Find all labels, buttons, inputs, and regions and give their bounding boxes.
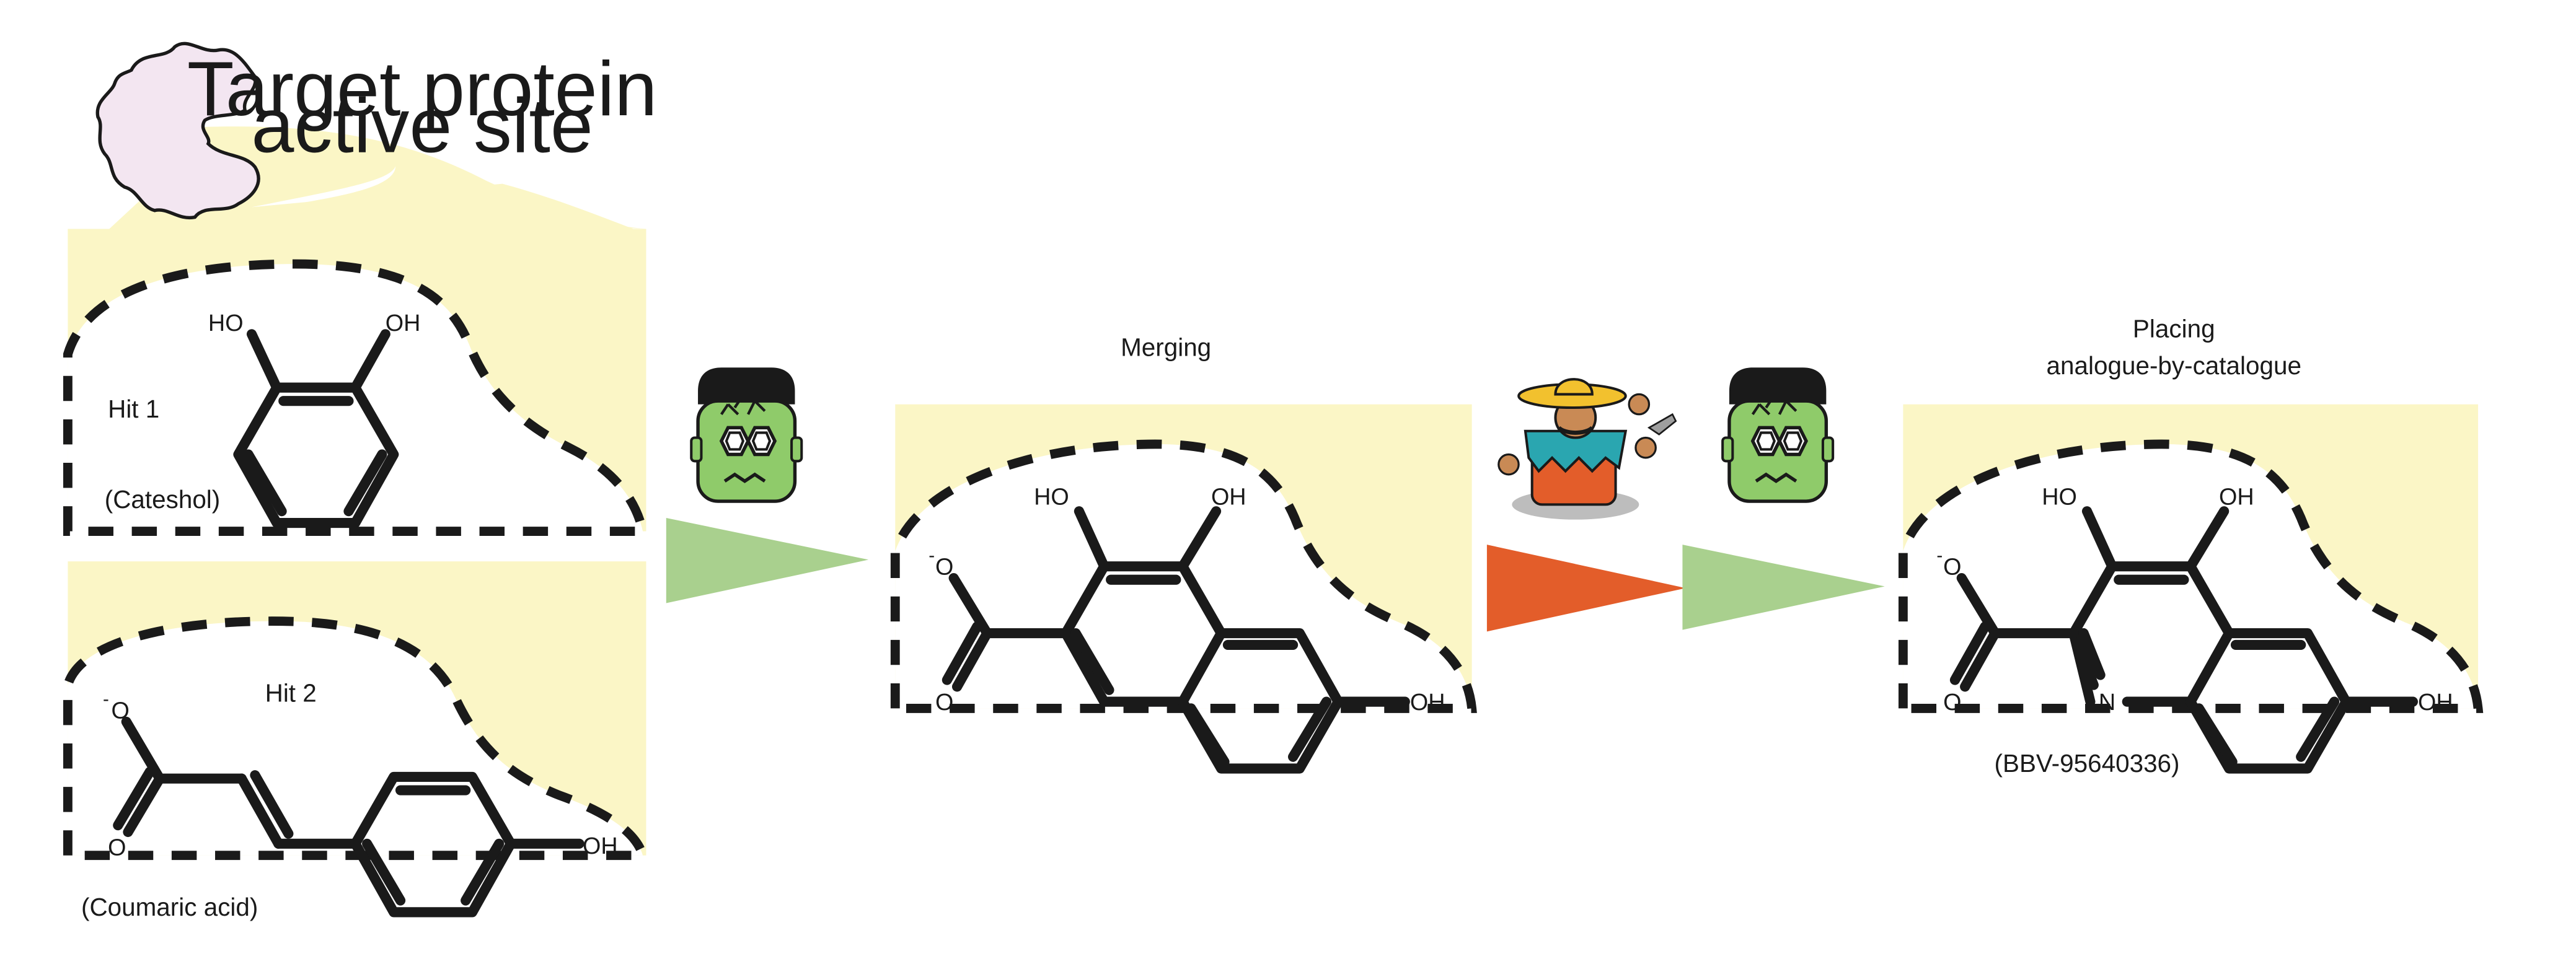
merging-charge: - xyxy=(929,545,935,566)
monster-scar xyxy=(720,397,766,416)
hit2-o-minus: O xyxy=(112,698,130,724)
ring-double-bond xyxy=(1070,628,1114,695)
merging-o-minus: O xyxy=(935,554,953,580)
merging-oh-label: OH xyxy=(1211,483,1246,509)
monster-ear xyxy=(690,436,703,463)
ring-double-bond xyxy=(343,449,387,517)
ring-double-bond xyxy=(2296,696,2340,762)
placing-nitrogen: N xyxy=(2099,689,2115,715)
oh-bond xyxy=(1074,506,1109,572)
bandit-moustache xyxy=(1557,426,1594,435)
ring-double-bond xyxy=(243,449,287,517)
oh-bond xyxy=(246,329,282,393)
ring-double-bond xyxy=(1288,696,1332,762)
hit2-binding-outline xyxy=(63,616,649,861)
monster-hair xyxy=(698,367,795,405)
carboxyl-o-bond xyxy=(948,572,992,639)
monster-mouth xyxy=(723,472,766,483)
ring-double-bond xyxy=(461,838,505,906)
monster-head xyxy=(696,399,797,503)
coumaric-acid-structure: O - O OH xyxy=(103,689,618,918)
hit2-o-double: O xyxy=(108,835,126,861)
carbonyl-bond xyxy=(113,766,155,831)
hit1-name: (Cateshol) xyxy=(105,485,221,514)
hit1-panel: Hit 1 (Cateshol) HO OH xyxy=(63,229,649,536)
oh-bond xyxy=(2081,506,2117,572)
merging-o-double: O xyxy=(935,689,953,715)
monster-ear xyxy=(1721,436,1734,463)
placing-o-minus: O xyxy=(1943,554,1961,580)
placing-oh-label: OH xyxy=(2219,483,2254,509)
bandit-poncho xyxy=(1524,429,1628,473)
carboxyl-o-bond xyxy=(121,716,165,784)
revolver-icon xyxy=(1647,413,1677,436)
hit2-panel: Hit 2 (Coumaric acid) O - O OH xyxy=(63,561,649,921)
placing-panel: HO OH OH O - O N (BBV-95640336) xyxy=(1898,404,2484,778)
catalogue-id: (BBV-95640336) xyxy=(1995,749,2180,778)
ring-double-bond xyxy=(362,838,406,906)
protein-label-line2: active site xyxy=(251,83,593,169)
placing-title-line2: analogue-by-catalogue xyxy=(2047,351,2301,380)
carbonyl-bond xyxy=(951,628,992,692)
quinoline-structure: HO OH OH O - O N xyxy=(1936,483,2453,774)
placing-charge: - xyxy=(1936,545,1943,566)
hit1-label: Hit 1 xyxy=(108,395,159,423)
frankenstein-icon xyxy=(690,367,803,503)
monster-mouth xyxy=(1755,472,1797,483)
monster-hair xyxy=(1729,367,1827,405)
naphthalene-ring-right xyxy=(1178,628,1343,774)
ring-double-bond xyxy=(2078,628,2106,680)
hit1-oh-label: OH xyxy=(386,310,421,336)
placing-o-double: O xyxy=(1943,689,1961,715)
alkene-bond xyxy=(236,773,284,849)
monster-ear xyxy=(1821,436,1835,463)
placing-oh-ring-label: OH xyxy=(2418,689,2453,715)
active-site-beam-upper xyxy=(201,126,646,229)
carbonyl-bond xyxy=(1949,621,1990,685)
bandit-icon xyxy=(1498,378,1677,520)
sombrero-crown xyxy=(1554,378,1594,396)
hit2-label: Hit 2 xyxy=(265,679,317,708)
hit1-ho-label: HO xyxy=(208,310,244,336)
merging-panel: HO OH OH O - O xyxy=(890,404,1477,774)
carbonyl-bond xyxy=(123,773,165,838)
merged-naphthalene-structure: HO OH OH O - O xyxy=(929,483,1445,774)
hit2-oh-label: OH xyxy=(583,833,618,859)
quinoline-ring-left-edges xyxy=(2068,561,2117,639)
merge-arrow xyxy=(666,517,869,603)
frankenstein-icon xyxy=(1721,367,1835,503)
ring-bond-to-n xyxy=(2068,628,2099,690)
target-protein: Target protein active site xyxy=(68,42,657,268)
monster-scar xyxy=(1751,397,1797,416)
ring-double-bond xyxy=(1186,703,1230,767)
merging-ho-label: HO xyxy=(1034,483,1069,509)
monster-ear xyxy=(790,436,803,463)
bandit-arrow xyxy=(1486,545,1686,632)
bandit-hand xyxy=(1628,393,1651,416)
oh-bond xyxy=(350,329,390,393)
bandit-hand xyxy=(1634,436,1657,459)
placing-arrow xyxy=(1682,545,1885,630)
carbonyl-bond xyxy=(1960,628,2000,692)
monster-head xyxy=(1727,399,1828,503)
alkene-double-bond xyxy=(250,770,294,839)
placing-ho-label: HO xyxy=(2042,483,2077,509)
oh-bond xyxy=(1178,506,1222,572)
merging-oh-ring-label: OH xyxy=(1410,689,1445,715)
merging-title: Merging xyxy=(1121,333,1211,361)
placing-title-line1: Placing xyxy=(2133,315,2215,343)
hit2-charge: - xyxy=(103,689,109,709)
carbonyl-bond xyxy=(942,621,982,685)
oh-bond xyxy=(2186,506,2230,572)
carboxyl-o-bond xyxy=(1956,572,2000,639)
hit2-name: (Coumaric acid) xyxy=(81,893,258,921)
protein-blob-icon xyxy=(95,42,260,220)
bandit-hand xyxy=(1498,453,1520,476)
protein-label-line1: Target protein xyxy=(187,46,657,132)
ring-double-bond xyxy=(2194,703,2238,767)
catechol-structure: HO OH xyxy=(208,310,421,528)
quinoline-ring-right xyxy=(2186,628,2352,774)
